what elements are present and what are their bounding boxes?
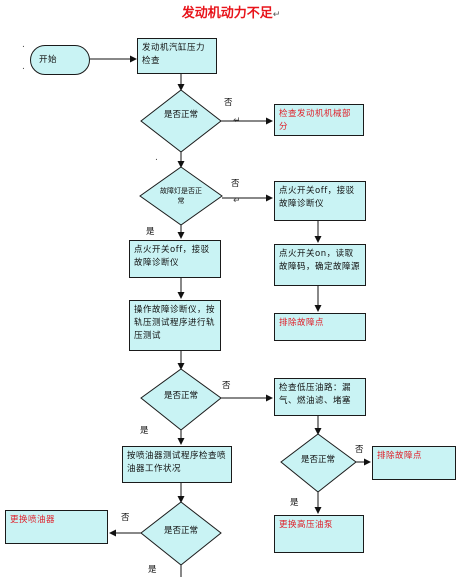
decision-normal-3-shape (280, 433, 357, 493)
test-injector-label: 按喷油器测试程序检查喷油器工作状况 (127, 451, 227, 474)
decision-normal-2-label: 是否正常 (163, 391, 198, 401)
ign-on-connect-left-box: 点火开关off，接驳故障诊断仪 (129, 240, 221, 278)
dot-mark: . (155, 153, 158, 163)
replace-injector-box: 更换喷油器 (5, 510, 108, 544)
decision-4-no-label: 否 (121, 513, 130, 523)
check-cylinder-pressure-label: 发动机汽缸压力检查 (142, 43, 206, 66)
decision-normal-4-label: 是否正常 (163, 526, 198, 536)
decision-1-no-label: 否 (224, 98, 233, 108)
dot-mark: . (22, 62, 25, 72)
decision-3-no-label: 否 (355, 445, 364, 455)
decision-normal-2-shape (140, 368, 222, 431)
decision-fault-lamp-shape (139, 166, 223, 226)
paragraph-mark: ↵ (233, 196, 241, 206)
clear-fault-2-label: 排除故障点 (377, 451, 423, 461)
operate-diag-label: 操作故障诊断仪，按轨压测试程序进行轨压测试 (134, 305, 216, 341)
ign-off-connect-right-box: 点火开关off，接驳故障诊断仪 (274, 181, 366, 221)
decision-normal-1-label: 是否正常 (163, 110, 198, 120)
replace-pump-label: 更换高压油泵 (279, 520, 334, 530)
replace-pump-box: 更换高压油泵 (274, 515, 364, 553)
replace-injector-label: 更换喷油器 (10, 515, 56, 525)
start-label: 开始 (39, 55, 58, 65)
decision-fault-lamp-yes-label: 是 (146, 227, 155, 237)
check-engine-mech-box: 检查发动机机械部分 (274, 104, 364, 136)
ign-on-read-box: 点火开关on，读取故障码，确定故障源 (274, 244, 366, 286)
check-engine-mech-label: 检查发动机机械部分 (279, 109, 352, 132)
ign-on-connect-left-label: 点火开关off，接驳故障诊断仪 (134, 245, 210, 268)
operate-diag-box: 操作故障诊断仪，按轨压测试程序进行轨压测试 (129, 300, 221, 351)
check-low-pressure-box: 检查低压油路：漏气、燃油滤、堵塞 (274, 378, 366, 416)
clear-fault-1-box: 排除故障点 (274, 313, 366, 341)
decision-fault-lamp-label: 故障灯是否正常 (160, 187, 202, 205)
test-injector-box: 按喷油器测试程序检查喷油器工作状况 (122, 446, 232, 483)
ign-off-connect-right-label: 点火开关off，接驳故障诊断仪 (279, 186, 355, 209)
clear-fault-1-label: 排除故障点 (279, 318, 325, 328)
dot-mark: . (22, 40, 25, 50)
check-low-pressure-label: 检查低压油路：漏气、燃油滤、堵塞 (279, 383, 352, 406)
decision-3-yes-label: 是 (290, 498, 299, 508)
decision-2-yes-label: 是 (140, 426, 149, 436)
paragraph-mark: ↵ (272, 10, 281, 20)
decision-2-no-label: 否 (222, 381, 231, 391)
ign-on-read-label: 点火开关on，读取故障码，确定故障源 (279, 249, 361, 272)
start-terminator: 开始 (30, 45, 90, 75)
paragraph-mark: ↵ (233, 116, 241, 126)
decision-normal-4-shape (140, 501, 222, 566)
decision-fault-lamp-no-label: 否 (231, 179, 240, 189)
decision-normal-3-label: 是否正常 (300, 455, 335, 465)
decision-4-yes-label: 是 (148, 565, 157, 575)
decision-normal-1-shape (140, 89, 222, 153)
page-title: 发动机动力不足↵ (181, 6, 281, 21)
clear-fault-2-box: 排除故障点 (372, 446, 456, 480)
check-cylinder-pressure-box: 发动机汽缸压力检查 (137, 38, 217, 74)
